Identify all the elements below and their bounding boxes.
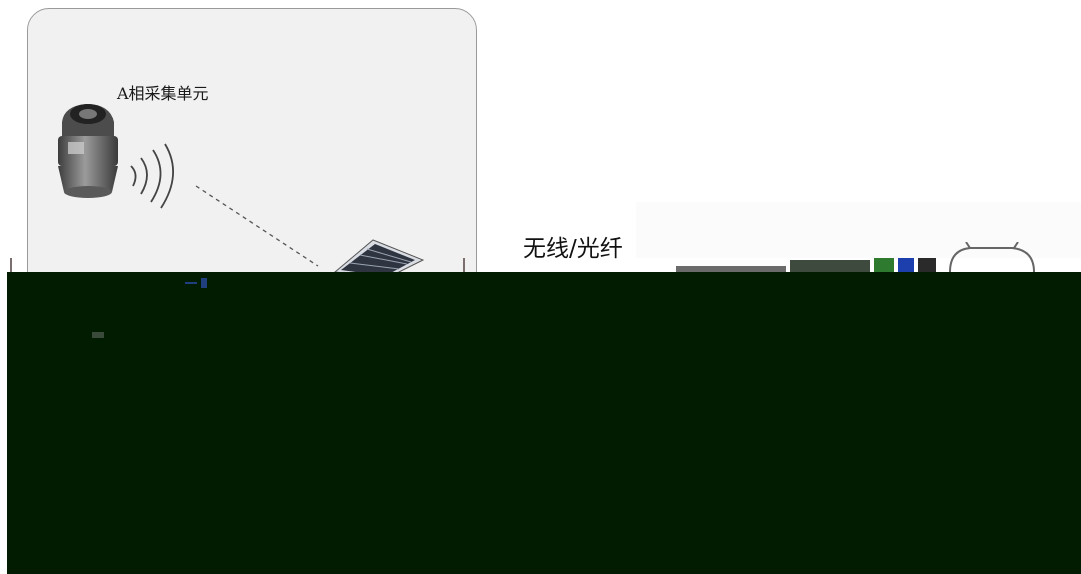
collector-unit-label: A相采集单元	[117, 84, 209, 103]
dark-image-area	[7, 272, 1081, 574]
collector-inner-box	[10, 258, 465, 278]
current-sensor-device-icon	[58, 104, 118, 198]
link-type-label: 无线/光纤	[523, 236, 623, 262]
equipment-strip	[676, 258, 936, 274]
solar-panel-icon	[333, 239, 425, 278]
image-artifact-mark	[185, 278, 207, 288]
image-artifact-mark-small	[92, 332, 104, 338]
router-antenna-icon	[949, 242, 1035, 272]
wireless-signal-icon	[130, 143, 174, 209]
